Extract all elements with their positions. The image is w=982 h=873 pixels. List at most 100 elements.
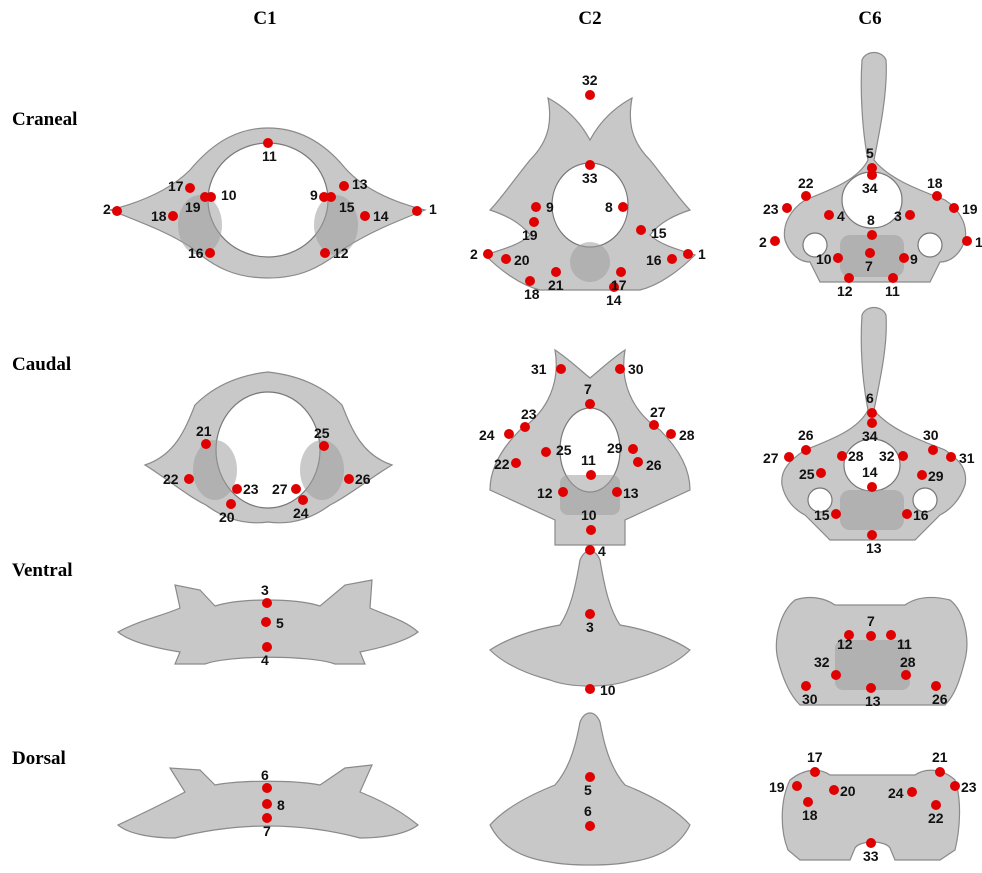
landmark-label-c2_caudal-24: 24 <box>479 427 495 443</box>
landmark-label-c6_dorsal-22: 22 <box>928 810 944 826</box>
landmark-dot-c2_caudal-13 <box>612 487 622 497</box>
landmark-label-c1_caudal-27: 27 <box>272 481 288 497</box>
landmark-dot-c6_dorsal-22 <box>931 800 941 810</box>
column-heading-c6: C6 <box>858 8 881 29</box>
column-heading-c2: C2 <box>578 8 601 29</box>
landmark-label-c1_caudal-25: 25 <box>314 425 330 441</box>
landmark-label-c1_craneal-13: 13 <box>352 176 368 192</box>
landmark-label-c6_craneal-7: 7 <box>865 258 873 274</box>
landmark-label-c2_dorsal-6: 6 <box>584 803 592 819</box>
landmark-label-c6_craneal-8: 8 <box>867 212 875 228</box>
landmark-label-c6_ventral-28: 28 <box>900 654 916 670</box>
landmark-label-c2_craneal-2: 2 <box>470 246 478 262</box>
landmark-label-c1_craneal-9: 9 <box>310 187 318 203</box>
landmark-label-c2_craneal-33: 33 <box>582 170 598 186</box>
landmark-label-c2_caudal-11: 11 <box>581 452 596 468</box>
landmark-dot-c2_caudal-31 <box>556 364 566 374</box>
landmark-label-c2_craneal-9: 9 <box>546 199 554 215</box>
landmark-label-c2_caudal-10: 10 <box>581 507 597 523</box>
landmark-dot-c6_ventral-7 <box>866 631 876 641</box>
landmark-dot-c2_ventral-4 <box>585 545 595 555</box>
landmark-dot-c1_craneal-19 <box>200 192 210 202</box>
landmark-dot-c2_craneal-32 <box>585 90 595 100</box>
landmark-dot-c2_caudal-24 <box>504 429 514 439</box>
row-heading-dorsal: Dorsal <box>12 748 66 769</box>
landmark-dot-c6_craneal-11 <box>888 273 898 283</box>
landmark-label-c6_ventral-26: 26 <box>932 691 948 707</box>
landmark-dot-c2_caudal-22 <box>511 458 521 468</box>
landmark-dot-c2_craneal-1 <box>683 249 693 259</box>
landmark-dot-c2_craneal-20 <box>501 254 511 264</box>
landmark-label-c2_caudal-26: 26 <box>646 457 662 473</box>
landmark-label-c1_craneal-19: 19 <box>185 199 201 215</box>
landmark-dot-c2_craneal-16 <box>667 254 677 264</box>
landmark-label-c2_craneal-20: 20 <box>514 252 530 268</box>
landmark-label-c1_caudal-23: 23 <box>243 481 259 497</box>
landmark-label-c6_craneal-11: 11 <box>885 283 900 299</box>
landmark-dot-c6_craneal-10 <box>833 253 843 263</box>
landmark-dot-c1_ventral-5 <box>261 617 271 627</box>
landmark-dot-c2_craneal-33 <box>585 160 595 170</box>
landmark-dot-c1_caudal-24 <box>298 495 308 505</box>
landmark-label-c2_caudal-29: 29 <box>607 440 623 456</box>
landmark-label-c1_craneal-12: 12 <box>333 245 349 261</box>
landmark-label-c6_ventral-12: 12 <box>837 636 853 652</box>
landmark-dot-c6_dorsal-33 <box>866 838 876 848</box>
landmark-label-c2_caudal-7: 7 <box>584 381 592 397</box>
landmark-dot-c6_caudal-28 <box>837 451 847 461</box>
landmark-dot-c2_caudal-29 <box>628 444 638 454</box>
landmark-label-c2_craneal-8: 8 <box>605 199 613 215</box>
landmark-label-c1_ventral-4: 4 <box>261 652 269 668</box>
landmark-dot-c6_caudal-14 <box>867 482 877 492</box>
landmark-label-c1_craneal-16: 16 <box>188 245 204 261</box>
landmark-label-c6_craneal-5: 5 <box>866 145 874 161</box>
landmark-label-c2_caudal-23: 23 <box>521 406 537 422</box>
landmark-label-c6_dorsal-24: 24 <box>888 785 904 801</box>
landmark-label-c6_craneal-12: 12 <box>837 283 853 299</box>
landmark-dot-c6_craneal-19 <box>949 203 959 213</box>
landmark-dot-c2_craneal-21 <box>551 267 561 277</box>
landmark-label-c2_craneal-15: 15 <box>651 225 667 241</box>
landmark-label-c2_craneal-18: 18 <box>524 286 540 302</box>
landmark-label-c1_ventral-5: 5 <box>276 615 284 631</box>
landmark-dot-c2_caudal-26 <box>633 457 643 467</box>
landmark-label-c6_caudal-6: 6 <box>866 390 874 406</box>
landmark-dot-c1_dorsal-8 <box>262 799 272 809</box>
landmark-label-c1_craneal-14: 14 <box>373 208 389 224</box>
landmark-label-c1_dorsal-8: 8 <box>277 797 285 813</box>
landmark-label-c6_craneal-19: 19 <box>962 201 978 217</box>
landmark-label-c6_dorsal-23: 23 <box>961 779 977 795</box>
landmark-dot-c1_ventral-3 <box>262 598 272 608</box>
landmark-dot-c6_ventral-26 <box>931 681 941 691</box>
landmark-label-c2_caudal-28: 28 <box>679 427 695 443</box>
landmark-label-c6_dorsal-21: 21 <box>932 749 948 765</box>
landmark-dot-c6_dorsal-21 <box>935 767 945 777</box>
landmark-dot-c2_ventral-3 <box>585 609 595 619</box>
landmark-label-c1_craneal-11: 11 <box>262 148 277 164</box>
landmark-dot-c2_craneal-15 <box>636 225 646 235</box>
landmark-label-c6_ventral-30: 30 <box>802 691 818 707</box>
landmark-dot-c1_caudal-21 <box>201 439 211 449</box>
landmark-label-c2_dorsal-5: 5 <box>584 782 592 798</box>
landmark-label-c6_caudal-13: 13 <box>866 540 882 556</box>
landmark-dot-c2_caudal-12 <box>558 487 568 497</box>
landmark-dot-c6_dorsal-24 <box>907 787 917 797</box>
landmark-dot-c2_craneal-8 <box>618 202 628 212</box>
landmark-dot-c6_caudal-31 <box>946 452 956 462</box>
landmark-label-c6_craneal-9: 9 <box>910 251 918 267</box>
landmark-label-c6_craneal-2: 2 <box>759 234 767 250</box>
landmark-label-c6_ventral-32: 32 <box>814 654 830 670</box>
landmark-label-c6_caudal-31: 31 <box>959 450 975 466</box>
landmark-dot-c1_caudal-25 <box>319 441 329 451</box>
landmark-dot-c1_craneal-15 <box>326 192 336 202</box>
landmark-dot-c6_craneal-2 <box>770 236 780 246</box>
landmark-label-c1_ventral-3: 3 <box>261 582 269 598</box>
landmark-label-c1_craneal-2: 2 <box>103 201 111 217</box>
landmark-dot-c6_caudal-26 <box>801 445 811 455</box>
landmark-label-c6_dorsal-18: 18 <box>802 807 818 823</box>
landmark-dot-c1_craneal-11 <box>263 138 273 148</box>
landmark-dot-c6_caudal-6 <box>867 408 877 418</box>
landmark-dot-c6_caudal-25 <box>816 468 826 478</box>
landmark-dot-c1_dorsal-6 <box>262 783 272 793</box>
landmark-dot-c6_craneal-18 <box>932 191 942 201</box>
